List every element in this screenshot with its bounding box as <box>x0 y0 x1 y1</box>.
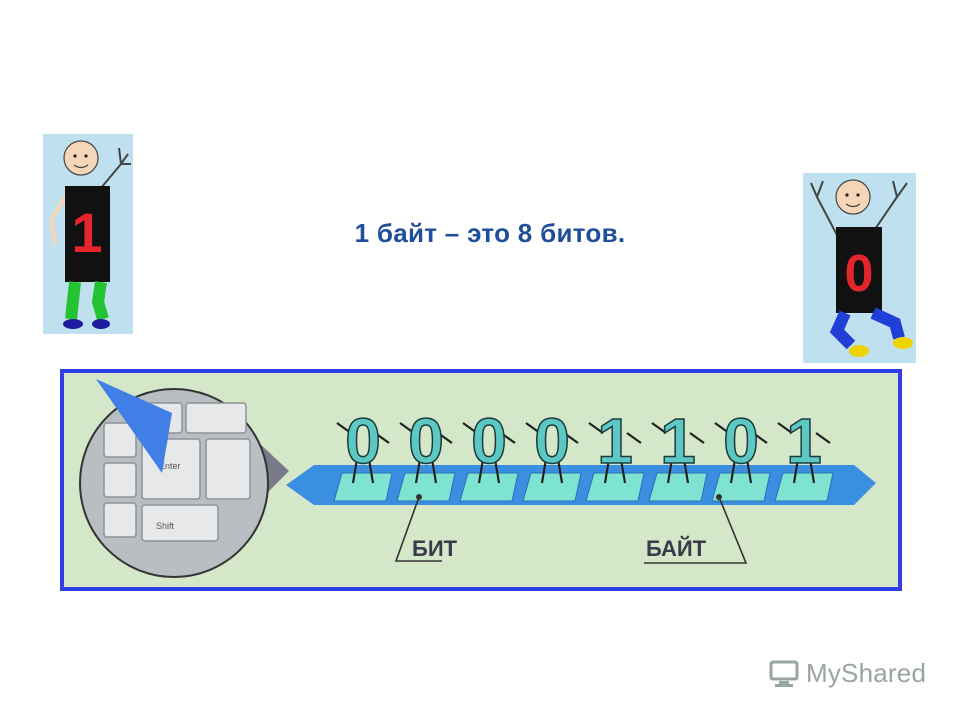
sign-digit-zero: 0 <box>845 245 874 303</box>
figure-holding-one: 1 <box>43 134 133 334</box>
bit-cell <box>585 472 645 502</box>
digit-limbs <box>777 422 831 484</box>
bit-cell <box>459 472 519 502</box>
dancing-digit: 1 <box>786 405 822 477</box>
slide-headline: 1 байт – это 8 битов. <box>354 218 626 248</box>
dancing-digit: 1 <box>660 405 696 477</box>
bit-cell <box>711 472 771 502</box>
watermark-text: MyShared <box>806 657 927 688</box>
byte-label: БАЙТ <box>646 536 707 561</box>
myshared-watermark: MyShared <box>768 655 926 691</box>
digit-limbs <box>525 422 579 484</box>
digit-limbs <box>336 422 390 484</box>
shift-key-label: Shift <box>156 521 175 531</box>
dancing-digit: 0 <box>534 405 570 477</box>
bit-cell <box>333 472 393 502</box>
bit-cell <box>774 472 834 502</box>
sign-digit-one: 1 <box>71 201 102 264</box>
bit-cell <box>522 472 582 502</box>
digit-limbs <box>588 422 642 484</box>
digit-limbs <box>714 422 768 484</box>
digit-limbs <box>651 422 705 484</box>
dancing-digit: 1 <box>597 405 633 477</box>
digit-limbs <box>462 422 516 484</box>
enter-key-label: Enter <box>159 461 181 471</box>
dancing-digit: 0 <box>723 405 759 477</box>
bit-cell <box>396 472 456 502</box>
dancing-digit: 0 <box>408 405 444 477</box>
dancing-digit: 0 <box>345 405 381 477</box>
figure-holding-zero: 0 <box>803 173 916 363</box>
bit-cell <box>648 472 708 502</box>
bit-label: БИТ <box>412 536 458 561</box>
monitor-icon <box>769 660 799 687</box>
digit-limbs <box>399 422 453 484</box>
dancing-digit: 0 <box>471 405 507 477</box>
